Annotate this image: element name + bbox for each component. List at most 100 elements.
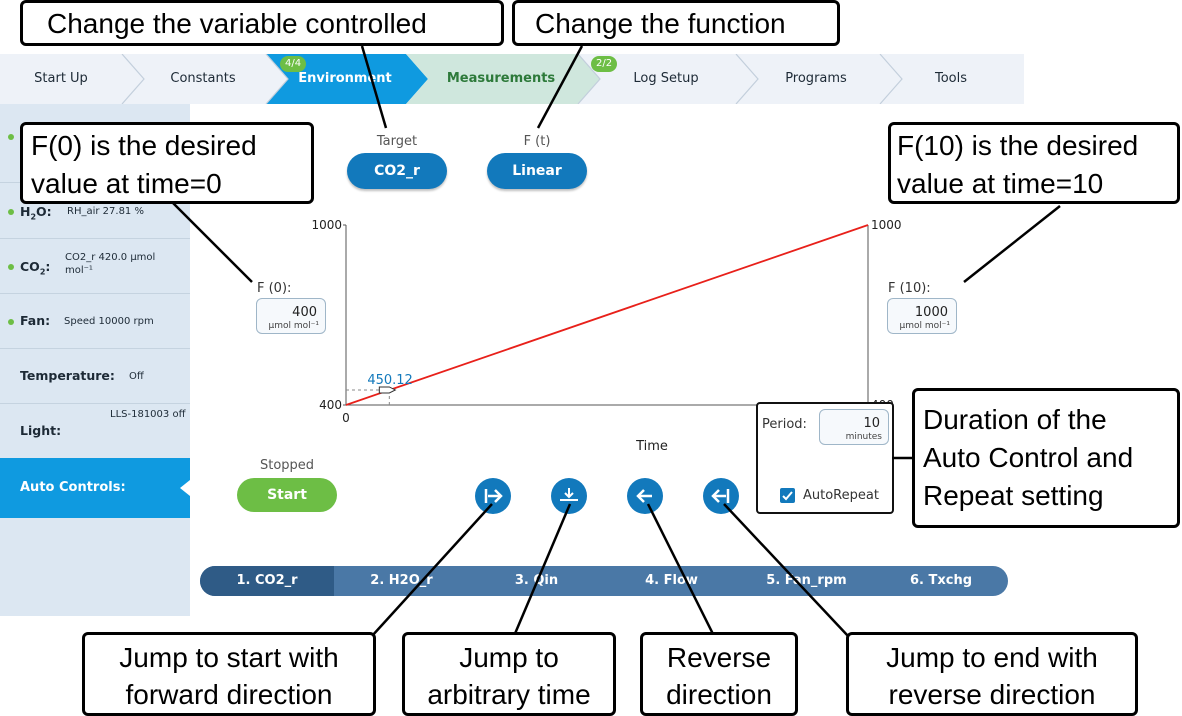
callout-reverse: Reverse direction <box>640 632 798 716</box>
jump-end-reverse-button[interactable] <box>703 478 739 514</box>
status-dot <box>8 319 14 325</box>
h2o-value: RH_air 27.81 % <box>67 206 144 217</box>
set-time-icon <box>560 488 578 501</box>
target-select[interactable]: CO2_r <box>347 153 447 189</box>
f0-unit: µmol mol⁻¹ <box>268 321 320 331</box>
temperature-label: Temperature: <box>20 368 115 383</box>
auto-controls-label: Auto Controls: <box>20 480 126 495</box>
check-icon <box>782 491 793 501</box>
f0-input[interactable]: 400 µmol mol⁻¹ <box>256 298 326 334</box>
callout-f10-line1: F(10) is the desired <box>897 130 1139 161</box>
period-input[interactable]: 10 minutes <box>819 409 889 445</box>
tab-start-up[interactable]: Start Up <box>34 71 88 86</box>
callout-variable: Change the variable controlled <box>20 0 504 46</box>
callout-f0-line1: F(0) is the desired <box>31 130 257 161</box>
start-button[interactable]: Start <box>237 478 337 512</box>
callout-jump-arbitrary-line1: Jump to <box>459 642 559 673</box>
pointer-hand-icon <box>378 386 397 394</box>
tab-txchg[interactable]: 6. Txchg <box>909 573 973 588</box>
jump-end-reverse-icon <box>711 489 730 503</box>
co2-value: CO2_r 420.0 µmol mol⁻¹ <box>65 252 156 276</box>
y-tick-label-left: 1000 <box>311 218 342 232</box>
tab-qin[interactable]: 3. Qin <box>514 573 559 588</box>
callout-jump-arbitrary-line2: arbitrary time <box>427 679 591 710</box>
f10-value: 1000 <box>914 305 948 320</box>
co2-label: CO2: <box>20 259 51 277</box>
arrow-left-icon <box>636 489 652 503</box>
jump-arbitrary-time-button[interactable] <box>551 478 587 514</box>
series-line <box>345 224 869 406</box>
sidebar-item-auto-controls[interactable]: Auto Controls: <box>0 458 190 518</box>
period-panel: Period: 10 minutes AutoRepeat <box>756 402 894 514</box>
tab-fan-rpm[interactable]: 5. Fan_rpm <box>766 573 847 588</box>
tab-constants[interactable]: Constants <box>170 71 236 86</box>
callout-jump-end-line2: reverse direction <box>888 679 1096 710</box>
callout-jump-start-line1: Jump to start with <box>119 642 339 673</box>
f0-value: 400 <box>292 305 317 320</box>
callout-jump-start-line2: forward direction <box>125 679 333 710</box>
callout-jump-end: Jump to end with reverse direction <box>846 632 1138 716</box>
h2o-label: H2O: <box>20 204 52 222</box>
callout-duration-line1: Duration of the <box>923 404 1107 435</box>
status-text: Stopped <box>259 458 315 473</box>
tab-tools[interactable]: Tools <box>934 71 968 86</box>
log-setup-badge: 2/2 <box>591 56 618 72</box>
y-tick-label-left: 400 <box>319 398 342 412</box>
x-tick-label: 0 <box>342 411 350 425</box>
temperature-value: Off <box>129 371 144 382</box>
selected-indicator <box>180 480 190 496</box>
f10-label: F (10): <box>888 281 931 296</box>
fan-label: Fan: <box>20 313 51 328</box>
callout-reverse-line1: Reverse <box>666 642 772 673</box>
sidebar-item-temperature[interactable]: Temperature: Off <box>0 349 190 404</box>
f10-input[interactable]: 1000 µmol mol⁻¹ <box>887 298 957 334</box>
autorepeat-label: AutoRepeat <box>803 488 879 503</box>
tab-measurements[interactable]: Measurements <box>446 71 556 86</box>
sidebar-item-fan[interactable]: Fan: Speed 10000 rpm <box>0 294 190 349</box>
environment-badge: 4/4 <box>280 56 307 72</box>
sidebar-item-co2[interactable]: CO2: CO2_r 420.0 µmol mol⁻¹ <box>0 239 190 294</box>
x-axis-label: Time <box>635 439 668 450</box>
tab-log-setup[interactable]: Log Setup <box>633 71 699 86</box>
sidebar-item-light[interactable]: LLS-181003 off Light: <box>0 404 190 457</box>
callout-f0-line2: value at time=0 <box>31 168 222 199</box>
callout-function: Change the function <box>512 0 840 46</box>
light-label: Light: <box>20 423 62 438</box>
callout-jump-end-line1: Jump to end with <box>886 642 1098 673</box>
callout-duration-line2: Auto Control and <box>923 442 1134 473</box>
cursor-value-label: 450.12 <box>367 373 413 388</box>
control-tabs: 1. CO2_r 2. H2O_r 3. Qin 4. Flow 5. Fan_… <box>200 566 1008 596</box>
light-value: LLS-181003 off <box>110 409 186 420</box>
jump-start-forward-button[interactable] <box>475 478 511 514</box>
f0-label: F (0): <box>257 281 292 296</box>
y-tick-label-right: 1000 <box>871 218 902 232</box>
function-label: F (t) <box>523 134 551 149</box>
target-label: Target <box>376 134 418 149</box>
callout-f0: F(0) is the desired value at time=0 <box>20 122 314 204</box>
status-dot <box>8 134 14 140</box>
tab-h2o-r[interactable]: 2. H2O_r <box>370 573 433 588</box>
callout-reverse-line2: direction <box>666 679 772 710</box>
autorepeat-checkbox[interactable] <box>780 488 795 503</box>
tab-co2-r[interactable]: 1. CO2_r <box>200 566 334 596</box>
tab-flow[interactable]: 4. Flow <box>645 573 698 588</box>
fan-value: Speed 10000 rpm <box>64 316 154 327</box>
callout-duration-line3: Repeat setting <box>923 480 1104 511</box>
status-dot <box>8 264 14 270</box>
f10-unit: µmol mol⁻¹ <box>899 321 951 331</box>
tab-programs[interactable]: Programs <box>785 71 847 86</box>
top-nav: Start Up Constants Environment 4/4 Measu… <box>0 54 1024 104</box>
status-dot <box>8 209 14 215</box>
period-unit: minutes <box>845 432 882 442</box>
callout-jump-start: Jump to start with forward direction <box>82 632 376 716</box>
jump-start-forward-icon <box>484 489 503 503</box>
period-value: 10 <box>863 416 880 431</box>
callout-duration: Duration of the Auto Control and Repeat … <box>912 388 1180 528</box>
reverse-direction-button[interactable] <box>627 478 663 514</box>
period-label: Period: <box>762 417 807 432</box>
callout-jump-arbitrary: Jump to arbitrary time <box>402 632 616 716</box>
callout-f10-line2: value at time=10 <box>897 168 1104 199</box>
function-select[interactable]: Linear <box>487 153 587 189</box>
sidebar-item-h2o[interactable]: H2O: RH_air 27.81 % <box>0 184 190 239</box>
callout-f10: F(10) is the desired value at time=10 <box>888 122 1180 204</box>
